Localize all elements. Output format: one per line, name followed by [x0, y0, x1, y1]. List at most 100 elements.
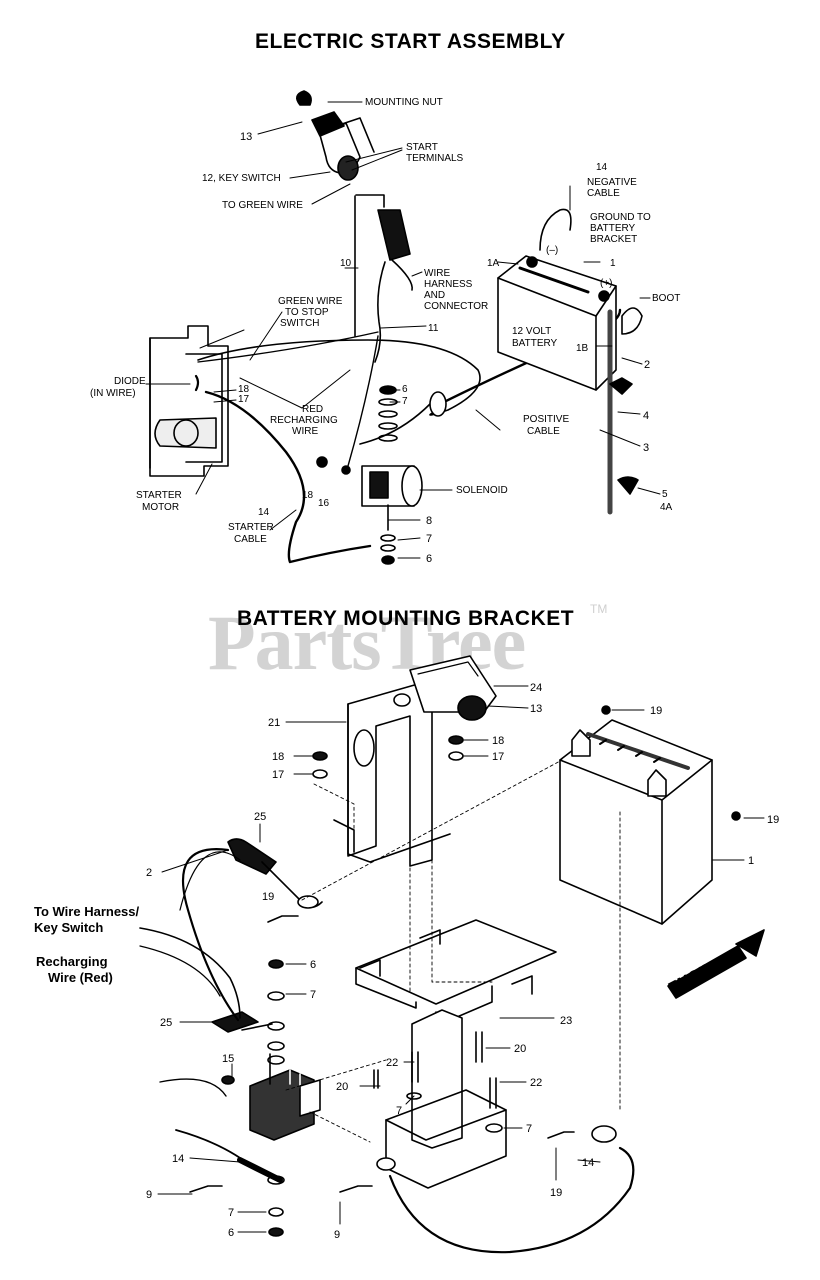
label-12-volt-battery: BATTERY [512, 338, 558, 349]
label-minus: (–) [546, 245, 558, 256]
label-switch: SWITCH [280, 318, 319, 329]
label-to-stop: TO STOP [285, 307, 329, 318]
label-8: 8 [426, 515, 432, 527]
label-18-top: 18 [238, 384, 250, 395]
hardware-bottom [189, 735, 575, 1237]
label-7-post: 7 [396, 1105, 402, 1117]
label-6-low: 6 [228, 1227, 234, 1239]
label-22-a: 22 [386, 1057, 398, 1069]
label-in-wire: (IN WIRE) [90, 388, 136, 399]
label-18-left: 18 [272, 751, 284, 763]
label-negative-cable: CABLE [587, 188, 620, 199]
top-misc-leaders [145, 185, 661, 559]
label-solenoid: SOLENOID [456, 485, 508, 496]
label-13: 13 [240, 131, 252, 143]
label-plus: (+) [600, 278, 613, 289]
label-green-wire: GREEN WIRE [278, 296, 343, 307]
label-14-bottom-left: 14 [172, 1153, 184, 1165]
label-21: 21 [268, 717, 280, 729]
label-7-low: 7 [228, 1207, 234, 1219]
label-positive: POSITIVE [523, 414, 569, 425]
label-ground-to: GROUND TO [590, 212, 651, 223]
label-recharging: RECHARGING [270, 415, 338, 426]
label-6-mid: 6 [310, 959, 316, 971]
label-6-bottom: 6 [426, 553, 432, 565]
label-7-bottom: 7 [426, 533, 432, 545]
label-13-bottom: 13 [530, 703, 542, 715]
label-9-right: 9 [334, 1229, 340, 1241]
label-key-switch: 12, KEY SWITCH [202, 173, 281, 184]
label-25-top: 25 [254, 811, 266, 823]
label-motor: MOTOR [142, 502, 179, 513]
label-starter-cable-1: STARTER [228, 522, 274, 533]
starter-motor-drawing [149, 325, 229, 477]
label-start: START [406, 142, 438, 153]
label-14-negative: 14 [596, 162, 608, 173]
label-20-b: 20 [336, 1081, 348, 1093]
label-wire-red: Wire (Red) [48, 970, 113, 985]
label-6-top: 6 [402, 384, 408, 395]
label-and: AND [424, 290, 445, 301]
label-3: 3 [643, 442, 649, 454]
label-mounting-nut: MOUNTING NUT [365, 97, 443, 108]
engine-arrow [667, 929, 765, 999]
electric-start-title: ELECTRIC START ASSEMBLY [255, 30, 566, 53]
battery-bottom-drawing [559, 705, 741, 925]
solenoid-drawing [316, 385, 423, 565]
label-boot: BOOT [652, 293, 680, 304]
label-17-top: 17 [238, 394, 250, 405]
label-19-d: 19 [550, 1187, 562, 1199]
label-1: 1 [610, 258, 616, 269]
label-key-switch-bottom: Key Switch [34, 920, 103, 935]
label-wire: WIRE [424, 268, 450, 279]
label-recharging-bottom: Recharging [36, 954, 108, 969]
label-19-b: 19 [767, 814, 779, 826]
label-1a: 1A [487, 258, 500, 269]
label-24: 24 [530, 682, 542, 694]
wire-harness-drawing [344, 194, 423, 363]
label-starter-cable-2: CABLE [234, 534, 267, 545]
label-2-bottom: 2 [146, 867, 152, 879]
label-7-mid: 7 [310, 989, 316, 1001]
label-14-starter: 14 [258, 507, 270, 518]
label-engine: ENGINE [666, 954, 728, 998]
label-red: RED [302, 404, 323, 415]
wires-top [197, 308, 622, 564]
label-15: 15 [222, 1053, 234, 1065]
label-14-bottom-right: 14 [582, 1157, 594, 1169]
label-1-bottom: 1 [748, 855, 754, 867]
label-bracket: BRACKET [590, 234, 637, 245]
key-switch-drawing [296, 90, 375, 181]
bottom-leader-lines [157, 685, 765, 1233]
label-18-mid: 18 [302, 490, 314, 501]
label-negative: NEGATIVE [587, 177, 637, 188]
label-to-green-wire: TO GREEN WIRE [222, 200, 303, 211]
label-18-right: 18 [492, 735, 504, 747]
label-10: 10 [340, 258, 352, 269]
label-4a: 4A [660, 502, 673, 513]
label-17-right: 17 [492, 751, 504, 763]
key-bracket-drawing [333, 655, 497, 867]
label-20-a: 20 [514, 1043, 526, 1055]
label-battery: BATTERY [590, 223, 636, 234]
label-terminals: TERMINALS [406, 153, 464, 164]
label-19-c: 19 [262, 891, 274, 903]
label-to-wire-harness: To Wire Harness/ [34, 904, 140, 919]
watermark-tm: TM [590, 602, 608, 616]
label-9-left: 9 [146, 1189, 152, 1201]
label-connector: CONNECTOR [424, 301, 488, 312]
label-16: 16 [318, 498, 330, 509]
solenoid-bottom-drawing [211, 838, 323, 1141]
label-25-bottom: 25 [160, 1017, 172, 1029]
label-positive-cable: CABLE [527, 426, 560, 437]
post-drawing [385, 1009, 507, 1189]
label-11: 11 [428, 323, 439, 334]
top-labels: MOUNTING NUT 13 START TERMINALS 12, KEY … [90, 97, 680, 565]
top-leader-lines [257, 101, 403, 205]
label-2: 2 [644, 359, 650, 371]
label-23: 23 [560, 1015, 572, 1027]
label-22-b: 22 [530, 1077, 542, 1089]
label-7-tray: 7 [526, 1123, 532, 1135]
label-harness: HARNESS [424, 279, 473, 290]
